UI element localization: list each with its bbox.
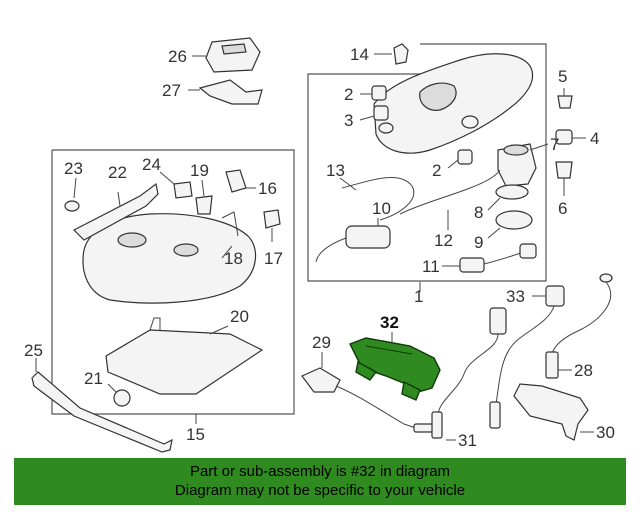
callout-32: 32 xyxy=(380,313,399,332)
part-25-strap xyxy=(31,371,173,453)
callout-17: 17 xyxy=(264,249,283,268)
banner-line-2: Diagram may not be specific to your vehi… xyxy=(174,482,466,499)
callout-28: 28 xyxy=(574,361,593,380)
part-7-pump xyxy=(497,143,537,187)
part-4-bushing xyxy=(555,129,573,145)
leader-7 xyxy=(529,143,549,151)
leader-22 xyxy=(117,191,121,207)
callout-19: 19 xyxy=(190,161,209,180)
part-27-bracket xyxy=(198,79,263,105)
callout-21: 21 xyxy=(84,369,103,388)
part-fuel-pump-assembly xyxy=(373,53,534,154)
leader-8 xyxy=(487,197,501,211)
leader-21 xyxy=(107,383,117,393)
part-fuel-tank xyxy=(82,213,257,304)
part-31-sensor xyxy=(431,307,507,439)
callout-3: 3 xyxy=(344,111,353,130)
part-23-washer xyxy=(64,200,80,212)
leader-2b xyxy=(447,159,459,169)
part-3-grommet xyxy=(373,105,389,121)
leader-19 xyxy=(201,179,205,197)
callout-33: 33 xyxy=(506,287,525,306)
callout-14: 14 xyxy=(350,45,369,64)
part-17-cap xyxy=(263,209,281,229)
part-29-sensor xyxy=(301,367,437,433)
part-11-harness xyxy=(459,243,537,273)
callout-24: 24 xyxy=(142,155,161,174)
callout-4: 4 xyxy=(590,129,599,148)
part-18-hose xyxy=(221,211,239,237)
callout-20: 20 xyxy=(230,307,249,326)
leader-20 xyxy=(209,325,229,335)
callout-5: 5 xyxy=(558,67,567,86)
part-20-shield xyxy=(105,317,264,395)
callout-10: 10 xyxy=(372,199,391,218)
leader-18 xyxy=(221,245,233,259)
callout-11: 11 xyxy=(422,257,440,276)
callout-12: 12 xyxy=(434,231,453,250)
info-banner: Part or sub-assembly is #32 in diagram D… xyxy=(14,458,626,505)
part-33-sensor xyxy=(489,285,565,429)
part-6-grommet xyxy=(555,161,573,179)
leader-23 xyxy=(73,177,77,199)
part-8-seal xyxy=(495,184,529,200)
callout-2a: 2 xyxy=(344,85,353,104)
leader-3 xyxy=(359,115,375,121)
part-5-valve xyxy=(557,95,573,109)
callout-26: 26 xyxy=(168,47,187,66)
callout-25: 25 xyxy=(24,341,43,360)
part-22-strap xyxy=(72,182,159,241)
callout-22: 22 xyxy=(108,163,127,182)
part-2-grommet-a xyxy=(371,85,387,101)
part-19-clip xyxy=(195,195,213,215)
callout-16: 16 xyxy=(258,179,277,198)
part-30-bracket xyxy=(513,383,589,441)
part-16-valve xyxy=(225,169,247,193)
part-12-hose xyxy=(399,169,501,215)
part-13-sender xyxy=(315,177,415,263)
callout-15: 15 xyxy=(186,425,205,444)
callout-13: 13 xyxy=(326,161,345,180)
part-9-lock-ring xyxy=(495,210,533,230)
callout-1: 1 xyxy=(414,287,423,306)
leader-24 xyxy=(159,171,175,185)
callout-18: 18 xyxy=(224,249,243,268)
part-28-sensor xyxy=(545,273,613,379)
leader-13 xyxy=(339,177,357,191)
callout-29: 29 xyxy=(312,333,331,352)
callout-9: 9 xyxy=(474,233,483,252)
frame-group-15 xyxy=(51,149,295,415)
part-32-highlighted xyxy=(349,337,441,401)
callout-23: 23 xyxy=(64,159,83,178)
frame-group-1 xyxy=(307,43,547,282)
callout-27: 27 xyxy=(162,81,181,100)
part-24-cap xyxy=(173,181,193,199)
callout-6: 6 xyxy=(558,199,567,218)
part-21-plug xyxy=(113,389,131,407)
callout-31: 31 xyxy=(458,431,477,450)
part-26-module xyxy=(205,37,261,73)
callout-7: 7 xyxy=(550,135,559,154)
callout-30: 30 xyxy=(596,423,615,442)
leader-9 xyxy=(487,227,501,239)
part-2-grommet-b xyxy=(457,149,473,165)
callout-8: 8 xyxy=(474,203,483,222)
callout-2b: 2 xyxy=(432,161,441,180)
banner-line-1: Part or sub-assembly is #32 in diagram xyxy=(189,463,451,480)
parts-diagram: 1 2 2 3 4 5 6 7 8 9 10 11 12 13 14 15 16… xyxy=(24,37,615,453)
part-14-cap xyxy=(393,43,409,65)
